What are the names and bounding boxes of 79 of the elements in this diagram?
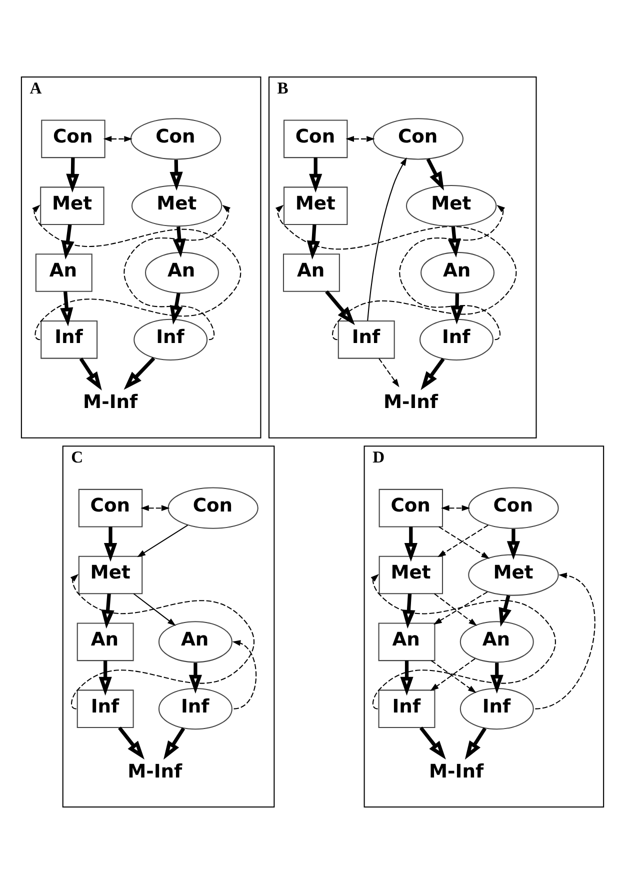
node-ellipse: Met [468,554,558,596]
arrow [306,224,320,260]
arrow [98,660,112,696]
node-box: Con [283,120,348,158]
node-text: M-Inf [428,761,484,782]
arrow [66,158,79,193]
node-box: An [34,254,92,292]
node-box: Met [78,556,142,594]
node-box: Met [378,556,443,594]
node-box: Inf [337,320,394,359]
node-ellipse: An [420,252,494,294]
node-box: Met [283,186,348,225]
node-text: M-Inf [382,392,438,414]
arrow [123,356,155,390]
arrow [163,727,185,760]
node-box: Con [78,488,142,528]
arrow [433,591,488,625]
arrow [132,593,176,626]
node-ellipse: Met [130,185,222,227]
arrow [426,158,444,190]
node-box: Inf [76,690,134,728]
arrow [308,158,322,193]
arrow [60,224,74,260]
arrow [188,662,202,694]
node-text: M-Inf [127,761,182,782]
node-box: Con [40,120,105,158]
node-box: Con [378,488,443,528]
arrow [404,526,417,562]
arrow [402,594,415,629]
arrow [140,505,170,511]
arrow [169,160,182,191]
node-ellipse: Inf [133,318,208,360]
arrow [60,291,73,326]
arrow [450,294,464,324]
arrow [78,358,102,391]
arrow [172,226,186,258]
node-ellipse: An [158,621,232,663]
node-ellipse: Inf [459,688,534,730]
arrow [434,593,477,626]
arrow [345,136,374,142]
arrow [102,136,132,142]
arrow [440,505,470,511]
arrow [232,640,256,710]
arrow [324,290,354,326]
node-ellipse: Con [372,118,463,160]
arrow [418,726,446,760]
arrow [400,660,413,696]
arrow [378,358,399,388]
node-box: Inf [378,690,435,728]
node-ellipse: Inf [419,318,493,360]
node-ellipse: Met [405,185,496,227]
node-box: An [378,622,435,662]
node-text: M-Inf [82,392,138,414]
arrow [464,727,486,760]
node-ellipse: An [459,621,534,663]
node-ellipse: Con [130,118,221,160]
node-box: Inf [40,320,98,359]
node-ellipse: Con [167,487,258,529]
arrow [100,594,114,629]
node-box: An [282,254,340,292]
node-ellipse: An [144,252,218,294]
arrow [366,157,406,321]
arrow [498,595,511,627]
arrow [398,204,505,340]
arrow [103,526,117,562]
arrow [274,204,516,340]
arrow [169,292,182,325]
arrow [370,574,556,710]
node-box: Met [40,186,104,225]
arrow [534,572,595,710]
arrow [420,358,444,390]
arrow [447,226,460,258]
arrow [506,528,520,560]
arrow [490,662,503,694]
node-box: An [76,622,134,662]
node-ellipse: Con [468,487,558,529]
arrow [136,524,188,558]
arrow [118,726,144,760]
node-ellipse: Inf [158,688,232,730]
